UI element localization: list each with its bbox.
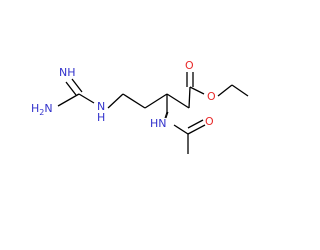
bond-chain-3: [144, 93, 168, 109]
bond-c-nh-1: [71, 78, 83, 93]
molecule-canvas: NH H2N N H O O HN O: [31, 59, 249, 154]
bond-c-nh2: [57, 93, 80, 107]
bond-c-nh-2: [65, 81, 77, 96]
bond-alpha-carbonyl: [188, 86, 191, 109]
bond-co-amide-2: [187, 119, 204, 129]
atom-amide-o-label: O: [205, 115, 214, 128]
bond-ethyl: [231, 84, 249, 97]
bond-chain-4: [166, 93, 190, 109]
bond-chain-2: [122, 93, 146, 109]
bond-n-camide: [173, 124, 189, 135]
bond-c-n: [78, 93, 95, 104]
atom-amide-n-label: HN: [150, 117, 167, 130]
atom-guanidine-h-label: H: [97, 111, 105, 124]
amine-h: H: [31, 102, 39, 115]
atom-guanidine-n-label: N: [97, 100, 105, 113]
structure-diagram: NH H2N N H O O HN O: [31, 59, 249, 154]
bond-co-amide-1: [187, 124, 206, 135]
atom-carbonyl-o-label: O: [185, 59, 194, 72]
amine-subscript: 2: [39, 108, 44, 117]
atom-imine-label: NH: [59, 66, 76, 79]
atom-amine-label: H2N: [31, 102, 53, 117]
bond-o-ch2: [217, 84, 233, 97]
bond-c-oester: [189, 86, 205, 95]
atom-ester-o-label: O: [207, 90, 216, 103]
bond-chain-1: [107, 93, 124, 109]
amine-n: N: [44, 102, 52, 115]
